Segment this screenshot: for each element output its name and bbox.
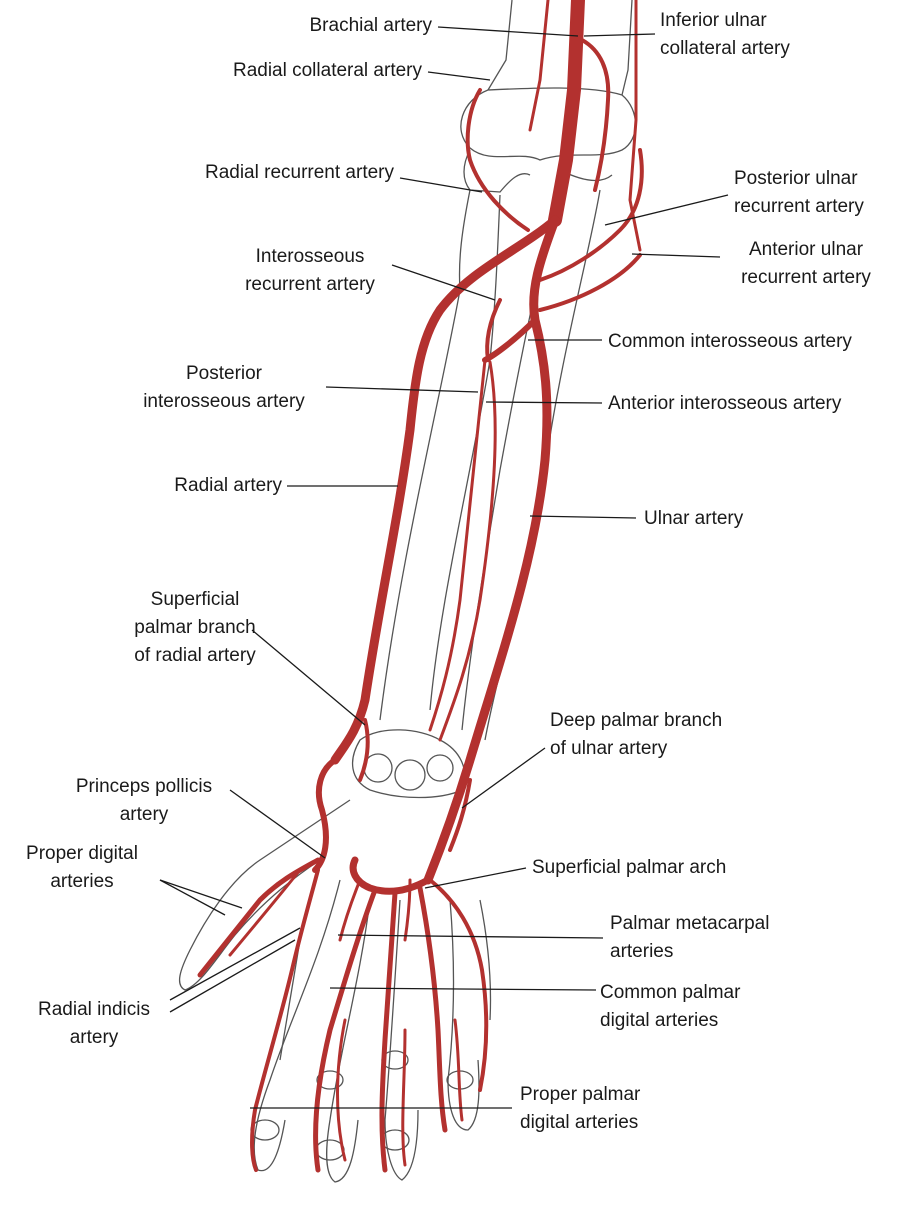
leader-radial-indicis-2 <box>169 927 301 1001</box>
anterior-interosseous-artery <box>438 360 497 742</box>
posterior-interosseous-artery <box>428 358 487 732</box>
label-inferior-ulnar-collateral-artery: Inferior ulnar collateral artery <box>660 10 790 59</box>
radius-outline-left <box>379 189 471 721</box>
leader-deep-palmar-branch <box>461 747 546 809</box>
leader-interosseous-recurrent <box>391 264 496 301</box>
little-finger-edge <box>479 899 492 1021</box>
superficial-palmar-branch-radial <box>358 718 370 782</box>
leader-lines <box>159 26 729 1109</box>
label-common-interosseous-artery: Common interosseous artery <box>608 331 852 352</box>
leader-posterior-ulnar-recurrent <box>604 194 729 226</box>
label-proper-palmar-digital-arteries: Proper palmar digital arteries <box>520 1084 641 1133</box>
index-finger-inner <box>279 939 301 1061</box>
palmar-metacarpal-artery-2 <box>403 878 412 942</box>
leader-proper-digital-1 <box>159 879 226 916</box>
leader-proper-digital-2 <box>159 879 243 909</box>
knuckle-2 <box>315 1139 345 1161</box>
label-anterior-interosseous-artery: Anterior interosseous artery <box>608 393 842 414</box>
leader-anterior-interosseous <box>485 401 603 404</box>
thumb-outline <box>178 799 351 991</box>
label-posterior-interosseous-artery: Posterior interosseous artery <box>143 363 305 412</box>
label-posterior-ulnar-recurrent-artery: Posterior ulnar recurrent artery <box>734 168 864 217</box>
label-interosseous-recurrent-artery: Interosseous recurrent artery <box>245 246 375 295</box>
label-ulnar-artery: Ulnar artery <box>644 508 744 529</box>
label-radial-recurrent-artery: Radial recurrent artery <box>204 162 394 183</box>
index-finger-outline <box>253 879 341 1172</box>
knuckle-1 <box>250 1119 280 1141</box>
humerus-outline-right <box>621 0 633 96</box>
label-radial-indicis-artery: Radial indicis artery <box>38 999 150 1048</box>
radial-collateral-artery <box>528 0 550 132</box>
palmar-metacarpal-artery-1 <box>338 878 362 942</box>
label-radial-collateral-artery: Radial collateral artery <box>232 60 422 81</box>
ring-finger-outline <box>384 899 419 1181</box>
common-palmar-digital-artery-4 <box>428 878 489 1092</box>
radial-artery <box>330 215 560 765</box>
leader-superficial-palmar-branch <box>251 629 366 726</box>
brachial-artery <box>548 0 585 227</box>
leader-palmar-metacarpal <box>337 934 604 939</box>
label-superficial-palmar-branch-of-radial-artery: Superficial palmar branch of radial arte… <box>134 589 256 666</box>
label-superficial-palmar-arch: Superficial palmar arch <box>532 857 727 878</box>
common-palmar-digital-artery-3 <box>417 885 448 1133</box>
little-finger-outline <box>447 899 480 1131</box>
inferior-ulnar-collateral-artery <box>580 38 611 192</box>
superficial-palmar-arch <box>349 856 432 895</box>
arteries <box>197 0 644 1173</box>
common-palmar-digital-artery-1 <box>313 887 378 1173</box>
leader-brachial <box>437 26 579 37</box>
leader-ulnar <box>529 515 637 519</box>
posterior-ulnar-recurrent-artery <box>538 148 644 282</box>
leader-inferior-ulnar-collateral <box>583 33 656 37</box>
leader-radial-collateral <box>427 71 491 81</box>
proper-digital-artery-thumb <box>228 868 302 957</box>
leader-posterior-interosseous <box>325 386 479 393</box>
label-anterior-ulnar-recurrent-artery: Anterior ulnar recurrent artery <box>741 239 871 288</box>
leader-radial-indicis-1 <box>169 939 296 1013</box>
ulnar-artery <box>423 215 560 885</box>
label-palmar-metacarpal-arteries: Palmar metacarpal arteries <box>610 913 770 962</box>
label-princeps-pollicis-artery: Princeps pollicis artery <box>75 776 213 825</box>
anterior-ulnar-recurrent-artery <box>538 253 642 312</box>
leader-common-palmar-digital <box>329 987 597 991</box>
leader-anterior-ulnar-recurrent <box>631 253 721 258</box>
middle-finger-outline <box>326 899 371 1183</box>
label-radial-artery: Radial artery <box>174 475 282 496</box>
radial-artery-wrist <box>312 757 338 873</box>
proper-palmar-digital-artery-2 <box>401 1028 407 1167</box>
radial-recurrent-artery <box>465 88 530 232</box>
radius-outline-right <box>429 194 501 711</box>
label-brachial-artery: Brachial artery <box>309 15 433 36</box>
common-palmar-digital-artery-2 <box>379 890 398 1173</box>
deep-palmar-branch-ulnar <box>448 778 472 852</box>
leader-princeps-pollicis <box>229 789 326 859</box>
label-deep-palmar-branch-of-ulnar-artery: Deep palmar branch of ulnar artery <box>550 710 723 759</box>
proper-palmar-digital-artery-1 <box>336 1018 347 1162</box>
label-common-palmar-digital-arteries: Common palmar digital arteries <box>600 982 741 1031</box>
interosseous-recurrent-artery <box>485 298 502 362</box>
superior-ulnar-collateral-artery <box>628 0 642 252</box>
leader-radial-recurrent <box>399 177 483 193</box>
knuckle-5 <box>316 1070 344 1090</box>
proper-palmar-digital-artery-3 <box>453 1018 464 1122</box>
carpal-bone-2 <box>394 759 426 791</box>
label-proper-digital-arteries: Proper digital arteries <box>26 843 138 892</box>
humerus-outline-left <box>487 0 513 91</box>
radial-indicis-artery <box>250 868 320 1172</box>
carpal-bone-3 <box>426 754 454 782</box>
leader-superficial-palmar-arch <box>424 867 527 889</box>
